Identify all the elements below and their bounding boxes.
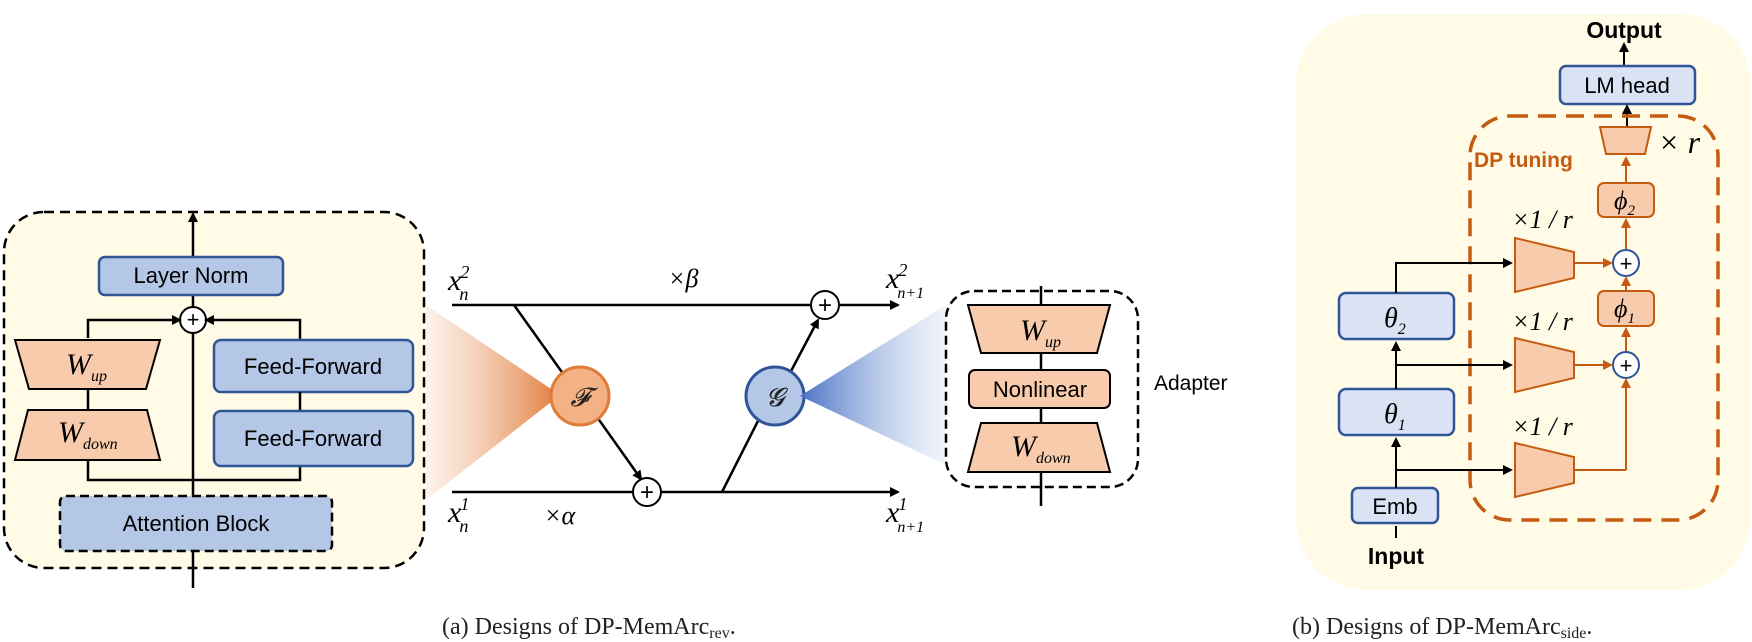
phi2-label: ϕ2	[1614, 186, 1635, 219]
side-tuning-panel: Output LM head DP tuning × r ϕ2 + ϕ1 +	[1296, 14, 1750, 590]
w-up-trapezoid	[13, 339, 162, 390]
feed-forward-box-2	[212, 409, 415, 468]
ff-to-add-arrow	[204, 315, 302, 339]
phi1-box	[1597, 290, 1655, 327]
attention-block-box	[58, 494, 334, 553]
f-to-add-arrow	[595, 416, 643, 481]
down-projection-trapezoid-1	[1514, 441, 1575, 499]
top-add-symbol: +	[818, 292, 832, 319]
g-projection-cone	[800, 305, 946, 465]
feed-forward-label-1: Feed-Forward	[244, 354, 382, 379]
side-add-symbol-2: +	[1620, 251, 1633, 276]
emb-label: Emb	[1372, 494, 1417, 519]
output-label: Output	[1586, 17, 1662, 43]
input-label: Input	[1368, 543, 1425, 569]
phi2-box	[1597, 182, 1655, 218]
bottom-branch-line	[86, 460, 302, 482]
beta-label: ×β	[668, 264, 699, 293]
side-panel-background	[1296, 14, 1750, 590]
theta2-to-down3-arrow	[1395, 258, 1513, 293]
inverse-r-label-bottom: ×1 / r	[1512, 412, 1574, 441]
feed-forward-label-2: Feed-Forward	[244, 426, 382, 451]
w-up-to-add-arrow	[86, 315, 182, 338]
down-projection-trapezoid-2	[1514, 336, 1575, 394]
nonlinear-box	[968, 369, 1111, 409]
adapter-block: Wup Nonlinear Wdown Adapter	[944, 286, 1228, 506]
f-function-node	[549, 365, 611, 427]
transformer-block: Layer Norm + Wup Wdown Feed-Forward Feed…	[2, 210, 426, 588]
adapter-w-up-label: Wup	[1020, 314, 1061, 351]
alpha-label: ×α	[544, 501, 577, 530]
times-r-label: × r	[1658, 124, 1701, 160]
caption-a: (a) Designs of DP-MemArcrev.	[442, 614, 736, 642]
adapter-label: Adapter	[1154, 372, 1228, 395]
theta1-label: θ1	[1384, 399, 1406, 434]
phi1-label: ϕ1	[1614, 294, 1635, 327]
dp-tuning-border	[1468, 114, 1720, 522]
down-projection-trapezoid-3	[1514, 236, 1575, 294]
layer-norm-label: Layer Norm	[134, 263, 249, 288]
dp-tuning-label: DP tuning	[1474, 149, 1573, 172]
bottom-add-symbol: +	[640, 479, 654, 506]
attention-block-label: Attention Block	[123, 511, 271, 536]
side-add-symbol-1: +	[1620, 353, 1633, 378]
bottom-add-node	[632, 477, 662, 507]
final-projection-trapezoid	[1598, 126, 1653, 155]
g-to-add-arrow	[788, 318, 820, 374]
left-add-symbol: +	[187, 307, 200, 332]
adapter-w-down-label: Wdown	[1011, 430, 1071, 467]
inverse-r-label-middle: ×1 / r	[1512, 307, 1574, 336]
nonlinear-label: Nonlinear	[993, 377, 1087, 402]
w-down-trapezoid	[13, 409, 162, 461]
bottom-to-g-line	[720, 414, 763, 493]
feed-forward-box-1	[212, 338, 415, 394]
top-add-node	[810, 290, 840, 320]
adapter-w-up-trapezoid	[966, 304, 1112, 354]
lm-head-label: LM head	[1584, 73, 1670, 98]
w-down-label: Wdown	[58, 416, 118, 453]
w-up-label: Wup	[66, 348, 107, 385]
theta2-label: θ2	[1384, 303, 1406, 338]
g-function-symbol: 𝓖	[766, 383, 789, 412]
f-projection-cone	[426, 305, 560, 500]
adapter-w-down-trapezoid	[966, 422, 1112, 473]
caption-b: (b) Designs of DP-MemArcside.	[1292, 614, 1592, 642]
inverse-r-label-top: ×1 / r	[1512, 205, 1574, 234]
top-to-f-line	[512, 304, 566, 376]
layer-norm-box	[97, 255, 285, 297]
